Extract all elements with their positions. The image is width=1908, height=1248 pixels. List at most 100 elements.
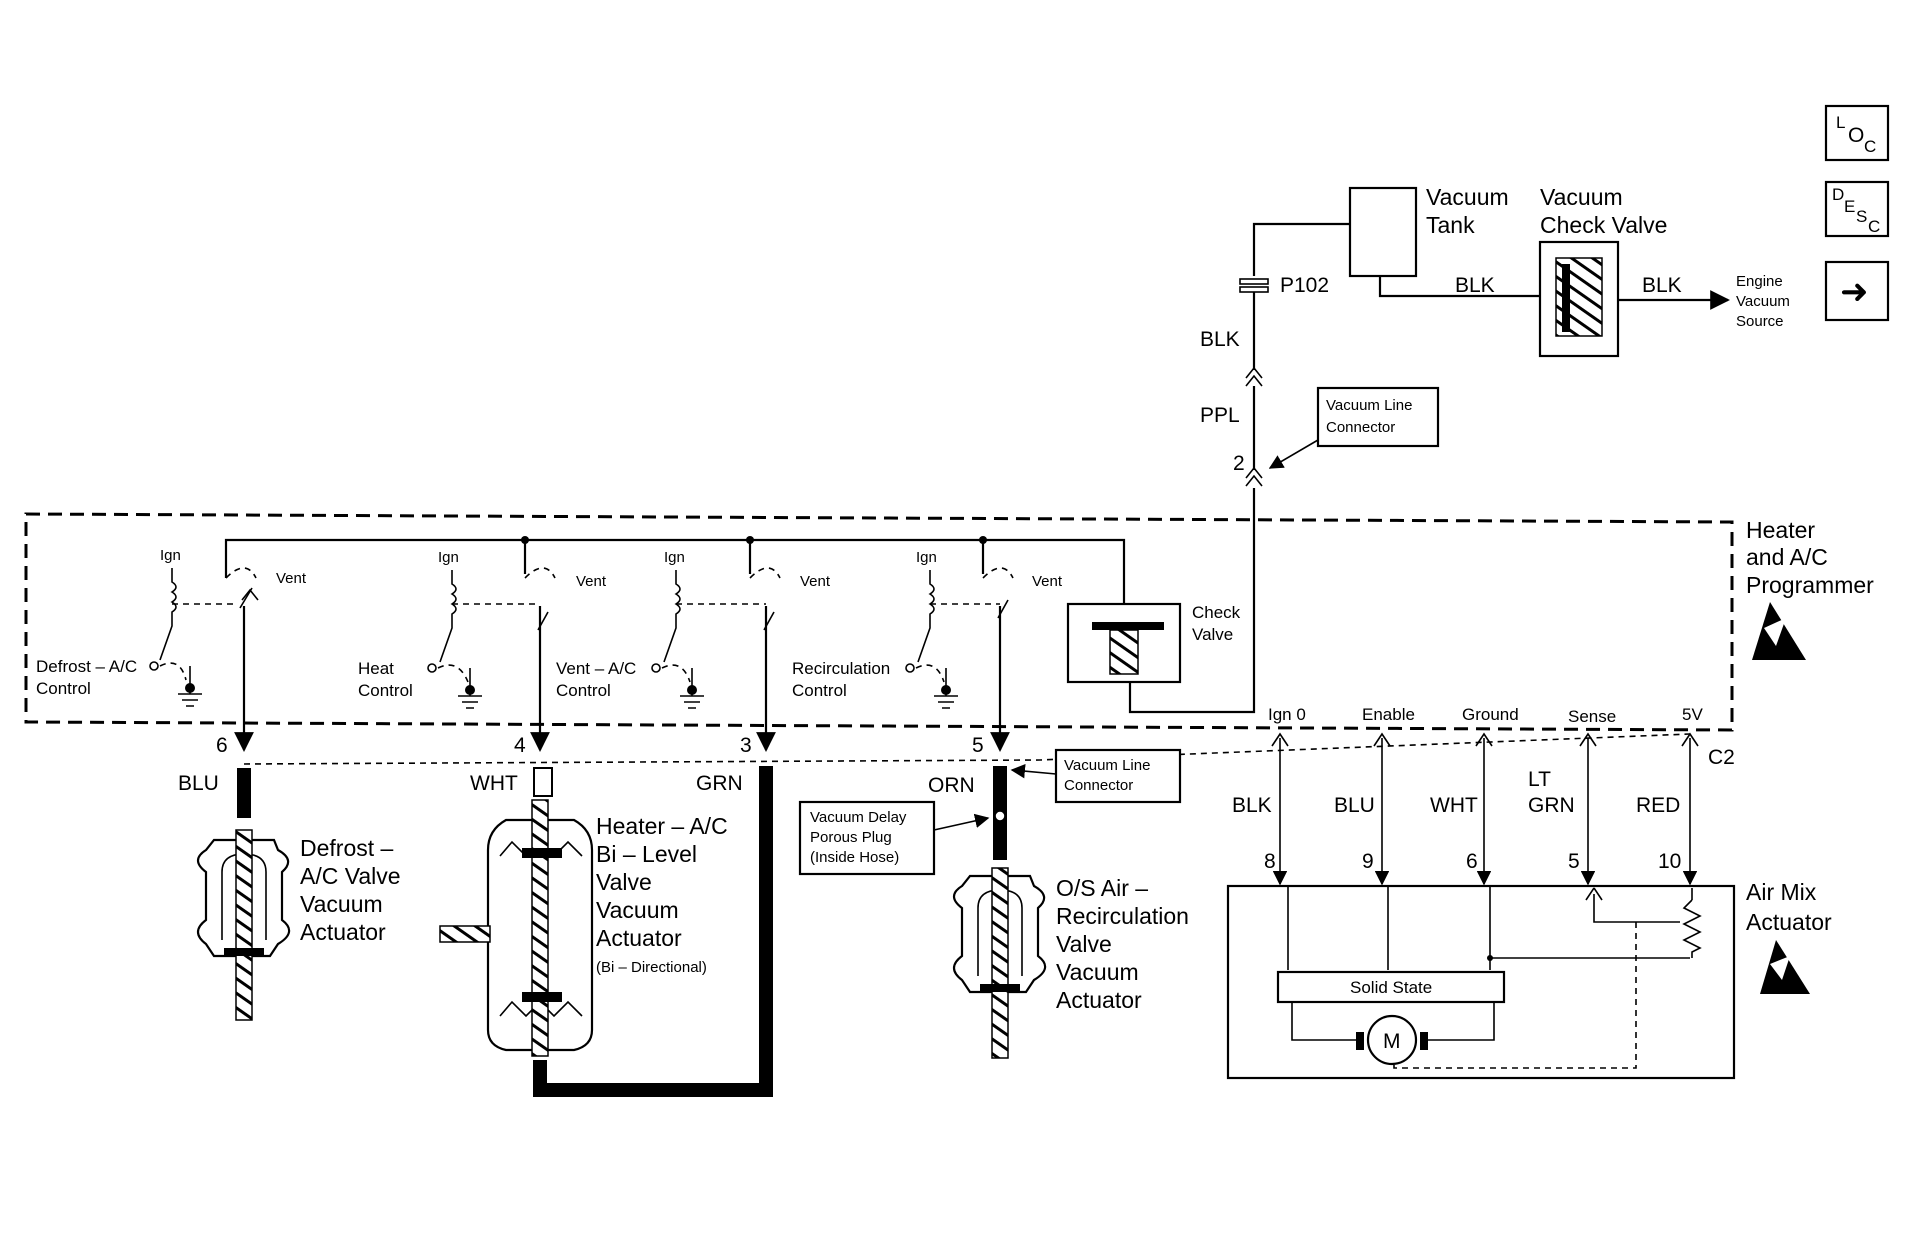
vacuum-line-connector-top: Vacuum Line Connector [1268,386,1440,469]
switch-vent-ac: Ign Vent Vent – A/C Control [556,549,831,709]
wire-8-color: BLK [1232,794,1272,817]
pin-4-label: 4 [514,734,526,757]
recirc-actuator: O/S Air – Recirculation Valve Vacuum Act… [952,867,1189,1059]
wire-9-pin: 9 [1362,850,1374,873]
vlc-top-label-1: Vacuum Line [1326,397,1412,414]
svg-text:O: O [1848,124,1864,147]
delay-plug-marker [994,810,1006,822]
check-valve-to-pin2-line [1128,488,1256,714]
svg-text:Defrost –: Defrost – [300,835,394,861]
pin-5-color: ORN [928,774,975,797]
prog-check-valve-label-1: Check [1192,603,1241,622]
wire-6-pin: 6 [1466,850,1478,873]
svg-text:C: C [1864,137,1876,156]
svg-text:Recirculation: Recirculation [1056,903,1189,929]
vacuum-tank-label-2: Tank [1426,212,1475,238]
svg-text:Vent: Vent [576,573,607,590]
svg-text:➜: ➜ [1840,273,1869,311]
defrost-actuator: Defrost – A/C Valve Vacuum Actuator [196,829,401,1021]
wire-5-color-1: LT [1528,768,1551,791]
esd-warning-icon-2 [1760,940,1810,994]
svg-text:A/C Valve: A/C Valve [300,863,401,889]
check-valve-label-2: Check Valve [1540,212,1667,238]
svg-text:Vacuum: Vacuum [596,897,679,923]
vacuum-tank: Vacuum Tank [1348,184,1509,278]
programmer-title-3: Programmer [1746,572,1874,598]
vacuum-tank-label-1: Vacuum [1426,184,1509,210]
engine-label-1: Engine [1736,273,1783,290]
programmer-title-2: and A/C [1746,544,1828,570]
svg-text:Actuator: Actuator [596,925,682,951]
svg-text:Sense: Sense [1568,707,1616,726]
svg-text:Vacuum Line: Vacuum Line [1064,757,1150,774]
air-mix-title-1: Air Mix [1746,879,1817,905]
pin-5-label: 5 [972,734,984,757]
svg-text:Enable: Enable [1362,705,1415,724]
next-arrow-icon[interactable]: ➜ [1824,260,1890,322]
svg-text:L: L [1836,113,1845,132]
blk-vertical-label: BLK [1200,328,1240,351]
blk-valve-engine: BLK [1642,274,1682,297]
switch-defrost-ac: Ign Vent Defrost – A/C Control [36,547,307,707]
heater-bilevel-actuator: Heater – A/C Bi – Level Valve Vacuum Act… [439,799,728,1057]
wire-9-color: BLU [1334,794,1375,817]
c2-label: C2 [1708,746,1735,769]
desc-icon[interactable]: D E S C [1824,180,1890,238]
svg-text:Valve: Valve [596,869,652,895]
pin-3-label: 3 [740,734,752,757]
wire-6-color: WHT [1430,794,1478,817]
loc-icon[interactable]: L O C [1824,104,1890,162]
svg-text:Control: Control [792,681,847,700]
wire-5-color-2: GRN [1528,794,1575,817]
wire-10-color: RED [1636,794,1680,817]
wire-10-pin: 10 [1658,850,1681,873]
svg-text:Bi – Level: Bi – Level [596,841,697,867]
motor-icon [1366,1014,1418,1066]
engine-label-3: Source [1736,313,1784,330]
air-mix-internals: Solid State M [1276,886,1702,1069]
pin-6-label: 6 [216,734,228,757]
tank-to-valve-line [1378,276,1540,298]
esd-warning-icon [1752,602,1806,660]
programmer-rail [224,538,1126,604]
connector-row-line [243,733,1691,765]
vlc-top-label-2: Connector [1326,419,1395,436]
p102-label: P102 [1280,274,1329,297]
vacuum-line-connector-callout: Vacuum Line Connector [1010,748,1182,804]
connector-chevron-1 [1245,366,1263,379]
grn-hose [533,766,773,1097]
switch-recirculation: Ign Vent Recirculation Control [792,549,1063,709]
prog-check-valve-label-2: Valve [1192,625,1233,644]
svg-text:Ign: Ign [664,549,685,566]
svg-text:Ign 0: Ign 0 [1268,705,1306,724]
svg-text:Defrost – A/C: Defrost – A/C [36,657,137,676]
svg-text:Actuator: Actuator [1056,987,1142,1013]
svg-text:Ign: Ign [160,547,181,564]
solid-state-label: Solid State [1350,978,1432,997]
svg-text:Vent: Vent [276,570,307,587]
svg-text:Control: Control [36,679,91,698]
svg-text:(Inside Hose): (Inside Hose) [810,849,899,866]
svg-text:Heater – A/C: Heater – A/C [596,813,728,839]
air-mix-wires [1271,732,1699,886]
pin-2-chevron-2 [1245,474,1263,487]
svg-text:Control: Control [556,681,611,700]
wire-8-pin: 8 [1264,850,1276,873]
pin-3-color: GRN [696,772,743,795]
svg-text:Vacuum Delay: Vacuum Delay [810,809,907,826]
c2-terminals: Ign 0 Enable Ground Sense 5V C2 [1268,705,1735,769]
svg-text:Vent: Vent [800,573,831,590]
svg-text:S: S [1856,207,1867,226]
svg-text:D: D [1832,185,1844,204]
blk-tank-valve: BLK [1455,274,1495,297]
connector-chevron-2 [1245,374,1263,387]
check-valve-label-1: Vacuum [1540,184,1623,210]
svg-text:Valve: Valve [1056,931,1112,957]
svg-text:O/S Air –: O/S Air – [1056,875,1148,901]
svg-text:Ground: Ground [1462,705,1519,724]
tank-left-line [1252,222,1350,276]
ppl-label: PPL [1200,404,1240,427]
svg-text:Actuator: Actuator [300,919,386,945]
svg-text:(Bi – Directional): (Bi – Directional) [596,959,707,976]
